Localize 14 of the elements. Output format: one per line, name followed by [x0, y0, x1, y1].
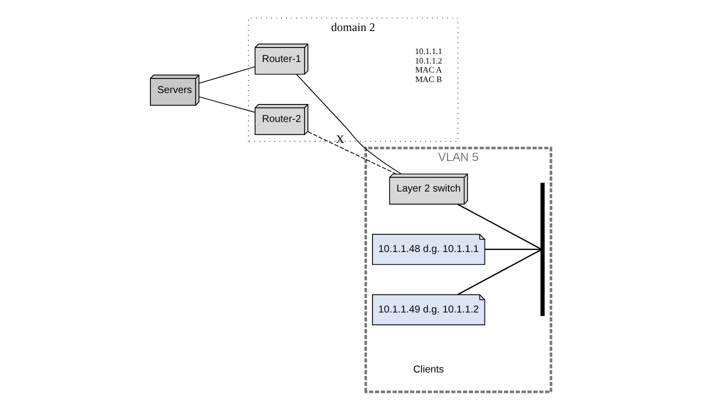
edge-label: X	[335, 133, 344, 146]
connector	[484, 248, 540, 250]
node-label: 10.1.1.2	[414, 56, 442, 66]
connector	[296, 74, 401, 174]
connector	[198, 96, 255, 113]
label: Clients	[412, 364, 444, 376]
connector	[456, 249, 541, 296]
node-label: MAC A	[414, 66, 442, 75]
connector	[456, 204, 541, 250]
connector	[307, 131, 396, 174]
node-label: MAC B	[414, 74, 442, 84]
connector	[198, 66, 255, 84]
node-bar	[540, 182, 544, 316]
node-label: 10.1.1.1	[414, 47, 442, 56]
